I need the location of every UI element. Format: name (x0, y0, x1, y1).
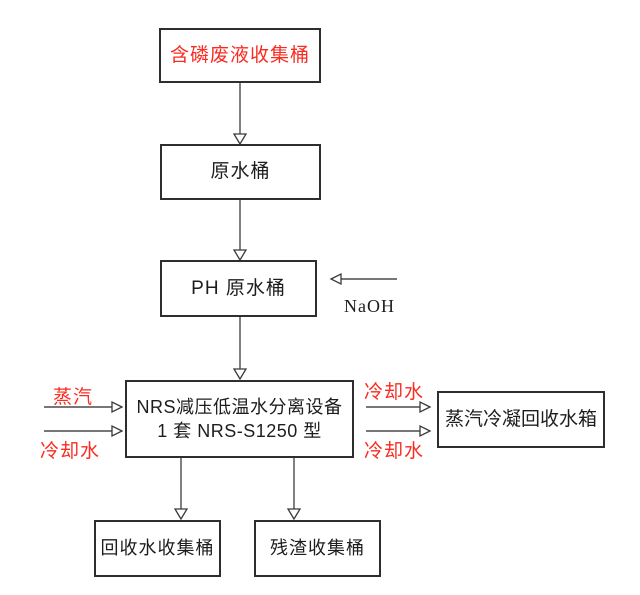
arrow-raw-to-ph (232, 200, 248, 262)
node-recovered-water-barrel-label: 回收水收集桶 (100, 538, 215, 559)
arrow-equipment-to-recovered (173, 458, 189, 521)
node-recovered-water-barrel: 回收水收集桶 (94, 520, 221, 577)
node-steam-condensate-recovery-tank: 蒸汽冷凝回收水箱 (437, 391, 605, 448)
node-residue-barrel: 残渣收集桶 (254, 520, 381, 577)
node-nrs-separation-equipment: NRS减压低温水分离设备 1 套 NRS-S1250 型 (125, 380, 354, 458)
node-residue-barrel-label: 残渣收集桶 (270, 538, 365, 559)
node-raw-water-barrel-label: 原水桶 (210, 161, 271, 183)
label-cooling-water-out-top: 冷却水 (364, 382, 425, 403)
node-nrs-separation-equipment-line2: 1 套 NRS-S1250 型 (157, 421, 322, 441)
node-steam-condensate-recovery-tank-label: 蒸汽冷凝回收水箱 (444, 408, 597, 430)
node-ph-raw-water-barrel-label: PH 原水桶 (191, 277, 286, 299)
arrow-naoh-in (329, 272, 397, 286)
arrow-equipment-to-residue (286, 458, 302, 521)
node-nrs-separation-equipment-line1: NRS减压低温水分离设备 (136, 396, 343, 417)
arrow-ph-to-equipment (232, 317, 248, 381)
node-phosphorus-waste-barrel-label: 含磷废液收集桶 (169, 44, 310, 66)
label-cooling-water-out-bottom: 冷却水 (364, 441, 425, 462)
label-steam-in: 蒸汽 (53, 387, 94, 408)
arrow-waste-to-raw (232, 83, 248, 146)
arrow-cooling-in (44, 424, 124, 438)
arrow-cooling-out-bottom (366, 424, 432, 438)
label-cooling-water-in: 冷却水 (40, 441, 101, 462)
node-raw-water-barrel: 原水桶 (160, 144, 321, 200)
node-ph-raw-water-barrel: PH 原水桶 (160, 260, 317, 317)
node-phosphorus-waste-barrel: 含磷废液收集桶 (159, 28, 321, 83)
label-naoh: NaOH (344, 296, 395, 316)
